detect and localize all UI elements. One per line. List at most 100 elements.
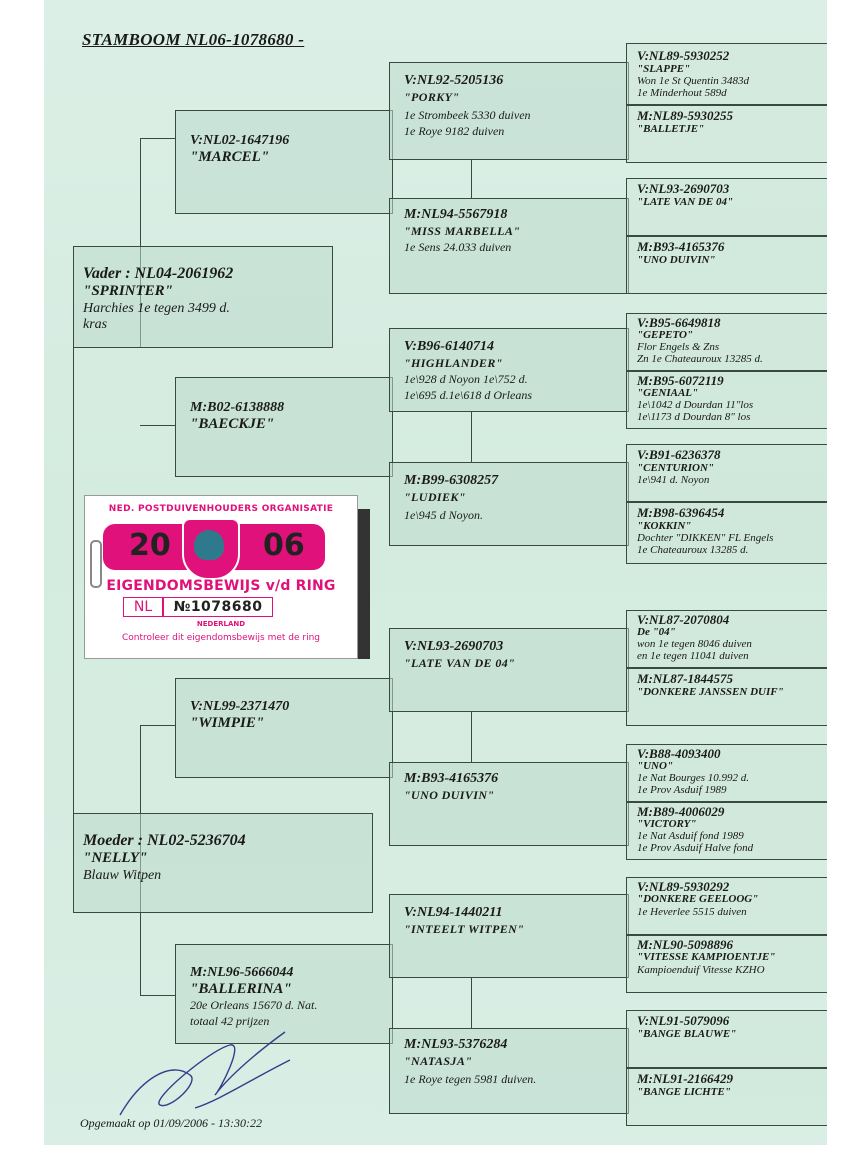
ancestor-name: "MISS MARBELLA"	[404, 224, 521, 238]
ancestor-desc: 1e\928 d Noyon 1e\752 d.	[404, 372, 528, 386]
great-ancestor-desc: 1e\941 d. Noyon	[637, 474, 710, 486]
great-ancestor-box: V:NL87-2070804 De "04" won 1e tegen 8046…	[626, 610, 827, 668]
connector-line	[140, 425, 175, 426]
great-ancestor-box: M:NL89-5930255 "BALLETJE"	[626, 105, 827, 163]
grandparent-box: V:NL99-2371470 "WIMPIE"	[175, 678, 393, 778]
ancestor-desc: 1e Sens 24.033 duiven	[404, 240, 512, 254]
ancestor-name: "HIGHLANDER"	[404, 356, 503, 370]
great-ancestor-desc: 1e Prov Asduif Halve fond	[637, 842, 754, 854]
ancestor-id: M:B93-4165376	[404, 771, 499, 786]
great-ancestor-id: V:NL89-5930252	[637, 48, 730, 63]
sire-desc: kras	[83, 317, 108, 332]
ancestor-desc: 1e Strombeek 5330 duiven	[404, 108, 531, 122]
grandparent-name: "BALLERINA"	[190, 981, 292, 997]
dam-id: Moeder : NL02-5236704	[83, 832, 246, 849]
grandparent-id: M:NL96-5666044	[190, 965, 294, 980]
great-ancestor-box: V:B88-4093400 "UNO" 1e Nat Bourges 10.99…	[626, 744, 827, 802]
great-ancestor-desc: 1e\1173 d Dourdan 8" los	[637, 411, 751, 423]
great-ancestor-name: "BANGE LICHTE"	[637, 1086, 731, 1098]
ancestor-box: V:NL93-2690703 "LATE VAN DE 04"	[389, 628, 629, 712]
ancestor-box: M:B99-6308257 "LUDIEK" 1e\945 d Noyon.	[389, 462, 629, 546]
great-ancestor-desc: 1e Nat Asduif fond 1989	[637, 830, 744, 842]
great-ancestor-box: M:B95-6072119 "GENIAAL" 1e\1042 d Dourda…	[626, 371, 827, 429]
great-ancestor-id: M:B95-6072119	[637, 373, 724, 388]
grandparent-id: M:B02-6138888	[190, 400, 285, 415]
ancestor-box: M:NL93-5376284 "NATASJA" 1e Roye tegen 5…	[389, 1028, 629, 1114]
great-ancestor-desc: 1e Minderhout 589d	[637, 87, 727, 99]
great-ancestor-box: V:NL89-5930292 "DONKERE GEELOOG" 1e Heve…	[626, 877, 827, 935]
ancestor-box: V:B96-6140714 "HIGHLANDER" 1e\928 d Noyo…	[389, 328, 629, 412]
great-ancestor-id: V:NL89-5930292	[637, 879, 730, 894]
ancestor-name: "UNO DUIVIN"	[404, 788, 495, 802]
great-ancestor-box: M:NL91-2166429 "BANGE LICHTE"	[626, 1068, 827, 1126]
great-ancestor-desc: Flor Engels & Zns	[637, 341, 720, 353]
ancestor-desc: 1e Roye 9182 duiven	[404, 124, 505, 138]
great-ancestor-id: V:B91-6236378	[637, 447, 721, 462]
great-ancestor-desc: en 1e tegen 11041 duiven	[637, 650, 749, 662]
ring-certificate: NED. POSTDUIVENHOUDERS ORGANISATIE 20 06…	[84, 495, 358, 659]
ancestor-box: M:B93-4165376 "UNO DUIVIN"	[389, 762, 629, 846]
great-ancestor-name: "UNO"	[637, 760, 674, 772]
ancestor-id: V:NL94-1440211	[404, 905, 503, 920]
grandparent-id: V:NL02-1647196	[190, 133, 290, 148]
lion-icon	[194, 530, 224, 560]
signature	[119, 1031, 291, 1116]
certificate-year-left: 20	[129, 528, 171, 563]
grandparent-name: "MARCEL"	[190, 149, 270, 165]
great-ancestor-box: M:NL87-1844575 "DONKERE JANSSEN DUIF"	[626, 668, 827, 726]
sire-id: Vader : NL04-2061962	[83, 265, 234, 282]
great-ancestor-id: V:NL87-2070804	[637, 612, 730, 627]
certificate-control-text: Controleer dit eigendomsbewijs met de ri…	[121, 633, 321, 643]
connector-line	[140, 138, 175, 139]
sire-box: Vader : NL04-2061962 "SPRINTER" Harchies…	[73, 246, 333, 348]
ancestor-name: "LATE VAN DE 04"	[404, 656, 516, 670]
great-ancestor-box: V:NL93-2690703 "LATE VAN DE 04"	[626, 178, 827, 236]
connector-line	[73, 246, 74, 826]
ancestor-desc: 1e\945 d Noyon.	[404, 508, 483, 522]
ancestor-box: V:NL92-5205136 "PORKY" 1e Strombeek 5330…	[389, 62, 629, 160]
great-ancestor-name: "DONKERE JANSSEN DUIF"	[637, 686, 784, 698]
great-ancestor-id: V:NL93-2690703	[637, 181, 730, 196]
great-ancestor-name: "SLAPPE"	[637, 63, 691, 75]
great-ancestor-box: M:B98-6396454 "KOKKIN" Dochter "DIKKEN" …	[626, 502, 827, 564]
great-ancestor-name: "DONKERE GEELOOG"	[637, 893, 759, 905]
grandparent-id: V:NL99-2371470	[190, 699, 290, 714]
great-ancestor-name: "BANGE BLAUWE"	[637, 1028, 737, 1040]
ancestor-id: V:NL93-2690703	[404, 639, 504, 654]
dam-box: Moeder : NL02-5236704 "NELLY" Blauw Witp…	[73, 813, 373, 913]
great-ancestor-box: M:B93-4165376 "UNO DUIVIN"	[626, 236, 827, 294]
ancestor-name: "NATASJA"	[404, 1054, 473, 1068]
great-ancestor-desc: Kampioenduif Vitesse KZHO	[637, 964, 765, 976]
grandparent-box: M:NL96-5666044 "BALLERINA" 20e Orleans 1…	[175, 944, 393, 1044]
great-ancestor-name: "LATE VAN DE 04"	[637, 196, 734, 208]
certificate-year-right: 06	[263, 528, 305, 563]
great-ancestor-name: "VICTORY"	[637, 818, 697, 830]
great-ancestor-id: M:NL91-2166429	[637, 1071, 734, 1086]
connector-line	[140, 995, 175, 996]
connector-line	[471, 712, 472, 762]
great-ancestor-name: "GEPETO"	[637, 329, 694, 341]
certificate-country-code: NL	[123, 597, 163, 617]
great-ancestor-box: V:B95-6649818 "GEPETO" Flor Engels & Zns…	[626, 313, 827, 371]
certificate-title: EIGENDOMSBEWIJS v/d RING	[106, 578, 336, 594]
great-ancestor-desc: Zn 1e Chateauroux 13285 d.	[637, 353, 763, 365]
great-ancestor-box: V:NL89-5930252 "SLAPPE" Won 1e St Quenti…	[626, 43, 827, 105]
connector-line	[140, 725, 175, 726]
grandparent-desc: 20e Orleans 15670 d. Nat.	[190, 998, 318, 1012]
great-ancestor-id: M:B93-4165376	[637, 239, 725, 254]
great-ancestor-name: De "04"	[637, 626, 676, 638]
great-ancestor-id: V:B88-4093400	[637, 746, 721, 761]
connector-line	[140, 138, 141, 348]
great-ancestor-name: "CENTURION"	[637, 462, 714, 474]
great-ancestor-name: "GENIAAL"	[637, 387, 699, 399]
great-ancestor-box: M:NL90-5098896 "VITESSE KAMPIOENTJE" Kam…	[626, 935, 827, 993]
footer-timestamp: Opgemaakt op 01/09/2006 - 13:30:22	[80, 1116, 262, 1130]
great-ancestor-name: "VITESSE KAMPIOENTJE"	[637, 951, 776, 963]
great-ancestor-name: "BALLETJE"	[637, 123, 705, 135]
ancestor-name: "PORKY"	[404, 90, 460, 104]
ancestor-id: M:NL93-5376284	[404, 1037, 508, 1052]
ancestor-box: V:NL94-1440211 "INTEELT WITPEN"	[389, 894, 629, 978]
great-ancestor-box: M:B89-4006029 "VICTORY" 1e Nat Asduif fo…	[626, 802, 827, 860]
dam-desc: Blauw Witpen	[83, 868, 162, 883]
great-ancestor-desc: 1e\1042 d Dourdan 11"los	[637, 399, 754, 411]
